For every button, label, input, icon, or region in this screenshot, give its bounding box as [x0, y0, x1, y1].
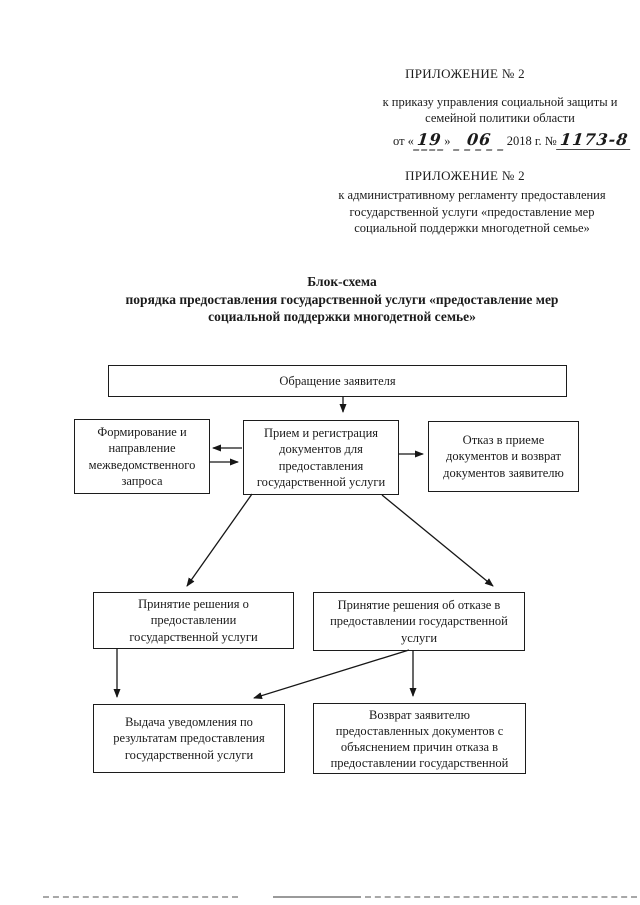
text-line: Возврат заявителю	[369, 707, 470, 722]
arrow-deny-to-notification	[253, 649, 410, 699]
text-line: государственной услуги	[129, 629, 258, 644]
flow-box-documents-return: Возврат заявителю предоставленных докуме…	[313, 703, 526, 774]
text-line: социальной поддержки многодетной семье»	[354, 221, 590, 235]
text-line: государственной услуги	[256, 475, 386, 489]
flow-box-text: Формирование и направление межведомствен…	[75, 424, 209, 490]
text-line: результатам предоставления	[113, 731, 265, 746]
scan-artifact-line	[365, 896, 637, 898]
text-line: Выдача уведомления по	[125, 714, 253, 729]
text-line: Принятие решения об отказе в	[337, 597, 501, 612]
text-line: направление	[108, 441, 176, 455]
date-year-label: 2018 г. №	[506, 134, 557, 148]
text-line: предоставлении государственной	[330, 755, 509, 770]
flow-box-text: Отказ в приеме документов и возврат доку…	[429, 432, 578, 482]
handwritten-month: 06	[452, 130, 505, 151]
appendix-regulation-subtitle: к административному регламенту предостав…	[330, 187, 614, 237]
flow-box-text: Принятие решения об отказе в предоставле…	[314, 597, 524, 647]
flow-box-text: Возврат заявителю предоставленных докуме…	[314, 707, 525, 771]
text-line: государственной услуги	[124, 747, 254, 762]
flow-box-reception-registration: Прием и регистрация документов для предо…	[243, 420, 399, 495]
flow-box-text: Принятие решения о предоставлении госуда…	[94, 596, 293, 646]
title-line: Блок-схема	[307, 274, 377, 289]
text-line: документов для	[279, 442, 363, 456]
text-line: документов заявителю	[443, 465, 564, 480]
date-prefix: от «	[393, 134, 414, 148]
text-line: межведомственного	[88, 457, 196, 472]
text-line: государственной услуги «предоставление м…	[349, 204, 595, 219]
appendix-regulation-heading: ПРИЛОЖЕНИЕ № 2	[405, 168, 525, 183]
flow-box-text: Прием и регистрация документов для предо…	[244, 425, 398, 491]
text-line: предоставлении	[150, 613, 237, 628]
text-line: Отказ в приеме	[462, 432, 545, 447]
text-line: запроса	[121, 474, 163, 488]
appendix-order-subtitle: к приказу управления социальной защиты и…	[368, 94, 632, 126]
text-line: к приказу управления социальной защиты и	[382, 95, 618, 109]
title-line: социальной поддержки многодетной семье»	[208, 309, 476, 324]
flow-box-text: Обращение заявителя	[279, 373, 396, 388]
flow-box-refusal-return: Отказ в приеме документов и возврат доку…	[428, 421, 579, 492]
text-line: предоставления	[278, 458, 364, 473]
flow-box-decision-deny: Принятие решения об отказе в предоставле…	[313, 592, 525, 651]
arrow-reception-to-decision-grant	[186, 493, 253, 587]
text-line: семейной политики области	[425, 111, 575, 125]
appendix-order-heading: ПРИЛОЖЕНИЕ № 2	[405, 66, 525, 81]
text-line: Прием и регистрация	[263, 425, 379, 440]
text-line: услуги	[400, 630, 438, 645]
flow-box-applicant-request: Обращение заявителя	[108, 365, 567, 397]
text-line: документов и возврат	[446, 449, 561, 464]
text-line: Формирование и	[97, 424, 187, 439]
flow-box-decision-grant: Принятие решения о предоставлении госуда…	[93, 592, 294, 649]
flow-box-notification-issue: Выдача уведомления по результатам предос…	[93, 704, 285, 773]
text-line: предоставлении государственной	[330, 614, 508, 629]
date-close-quote: »	[444, 134, 451, 148]
handwritten-order-number: 1173-8	[555, 130, 632, 150]
flow-box-interagency-request: Формирование и направление межведомствен…	[74, 419, 210, 494]
page-title: Блок-схема порядка предоставления госуда…	[62, 273, 622, 326]
arrow-reception-to-decision-deny	[381, 494, 494, 587]
title-line: порядка предоставления государственной у…	[125, 291, 559, 307]
text-line: предоставленных документов с	[335, 723, 504, 738]
flow-box-text: Выдача уведомления по результатам предос…	[94, 714, 284, 764]
text-line: к административному регламенту предостав…	[338, 188, 606, 202]
scan-artifact-line	[43, 896, 238, 898]
handwritten-day: 19	[412, 130, 446, 151]
scan-artifact-line	[273, 896, 361, 898]
text-line: объяснением причин отказа в	[340, 739, 499, 754]
text-line: Принятие решения о	[138, 596, 249, 611]
